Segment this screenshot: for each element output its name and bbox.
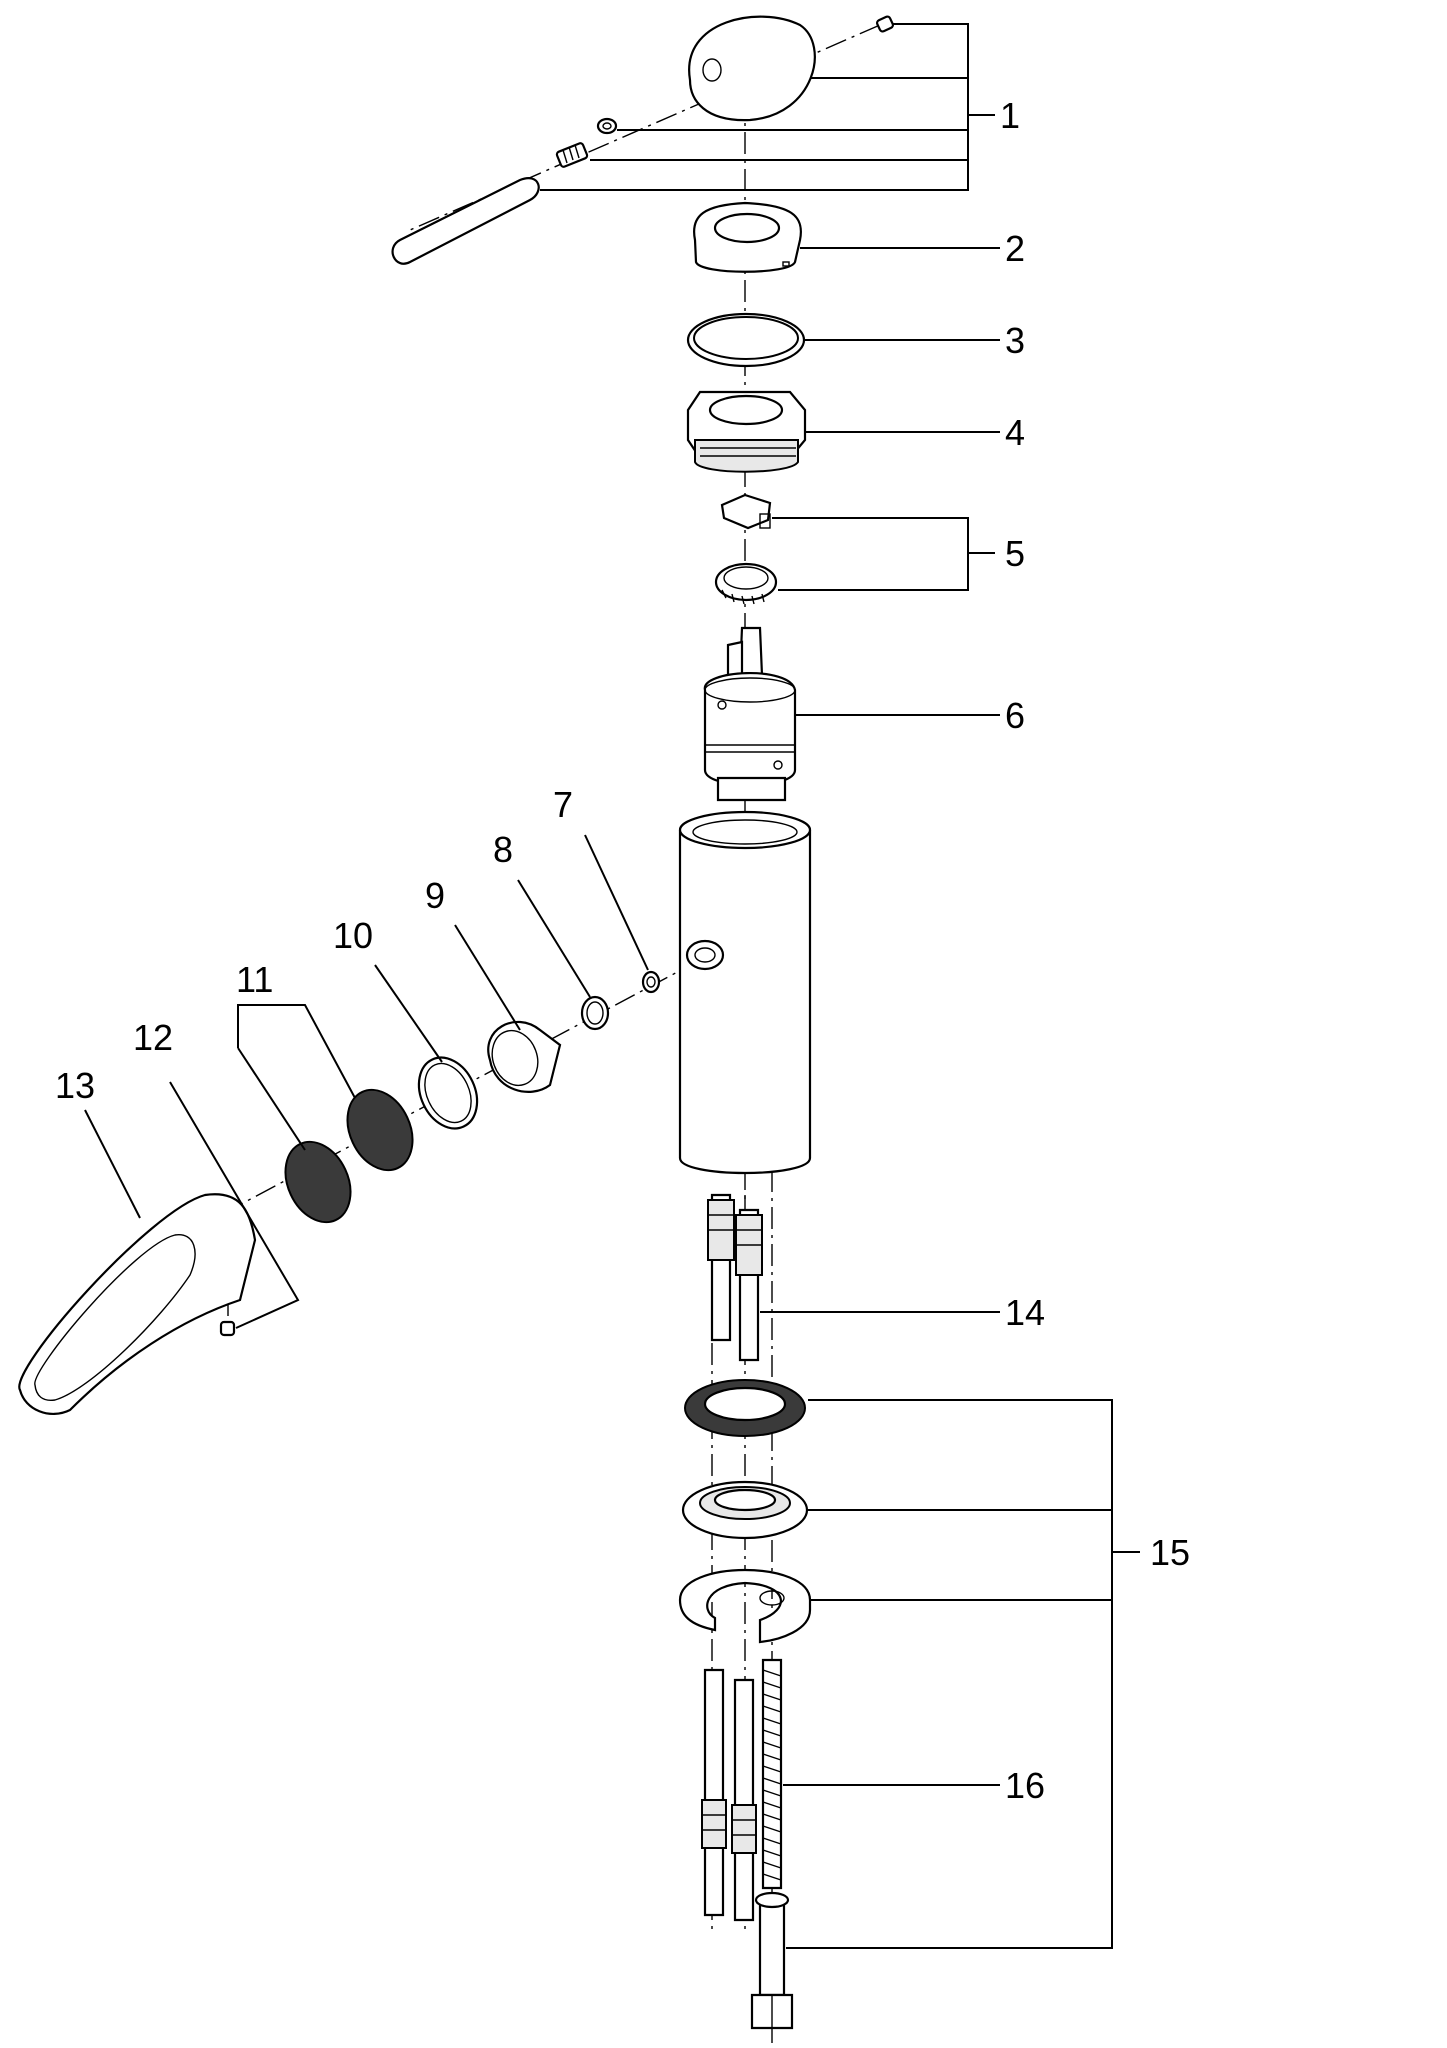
hex-nut: [686, 390, 807, 473]
callout-3: 3: [1005, 320, 1025, 361]
retaining-clip: [720, 493, 772, 530]
callout-labels: 1 2 3 4 5 6 7 8 9 10 11 12 13 14 15 16: [55, 95, 1190, 1806]
handle-knob: [688, 15, 816, 122]
callout-12: 12: [133, 1017, 173, 1058]
part-7-insert: [641, 970, 661, 994]
grub-screw: [876, 15, 894, 33]
small-clip: [596, 117, 618, 135]
lever-rod: [391, 177, 540, 265]
part-16-hoses: [701, 1668, 757, 1922]
part-16-threaded-rod: [761, 1658, 783, 1890]
o-ring-inner: [693, 316, 799, 360]
part-8-washer-inner: [586, 1001, 604, 1025]
part-15-horseshoe-plate: [678, 1569, 812, 1644]
cap: [693, 201, 802, 273]
leader-lines: [84, 23, 1140, 1949]
callout-9: 9: [425, 875, 445, 916]
callout-13: 13: [55, 1065, 95, 1106]
callout-5: 5: [1005, 533, 1025, 574]
part-15-rubber-washer: [684, 1379, 806, 1437]
part-11-screens: [284, 1088, 414, 1224]
threaded-pin: [555, 142, 589, 168]
callout-15: 15: [1150, 1532, 1190, 1573]
part-13-spout: [18, 1193, 257, 1415]
callout-6: 6: [1005, 695, 1025, 736]
part-15-bolt: [750, 1891, 794, 2030]
callout-11: 11: [236, 959, 273, 1000]
part-15-metal-washer: [681, 1480, 809, 1540]
callout-16: 16: [1005, 1765, 1045, 1806]
part-12-set-screw: [219, 1320, 236, 1337]
o-ring: [686, 312, 806, 368]
faucet-body: [678, 810, 812, 1175]
part-10-seal-ring: [417, 1056, 479, 1130]
callout-14: 14: [1005, 1292, 1045, 1333]
callout-1: 1: [1000, 95, 1020, 136]
part-14-hose-fittings: [707, 1193, 763, 1362]
callout-7: 7: [553, 784, 573, 825]
splined-ring: [714, 562, 778, 605]
callout-2: 2: [1005, 228, 1025, 269]
part-8-washer: [580, 995, 610, 1031]
callout-8: 8: [493, 829, 513, 870]
callout-4: 4: [1005, 412, 1025, 453]
part-9-aerator-housing: [487, 1020, 562, 1093]
cartridge: [703, 626, 797, 802]
callout-10: 10: [333, 915, 373, 956]
